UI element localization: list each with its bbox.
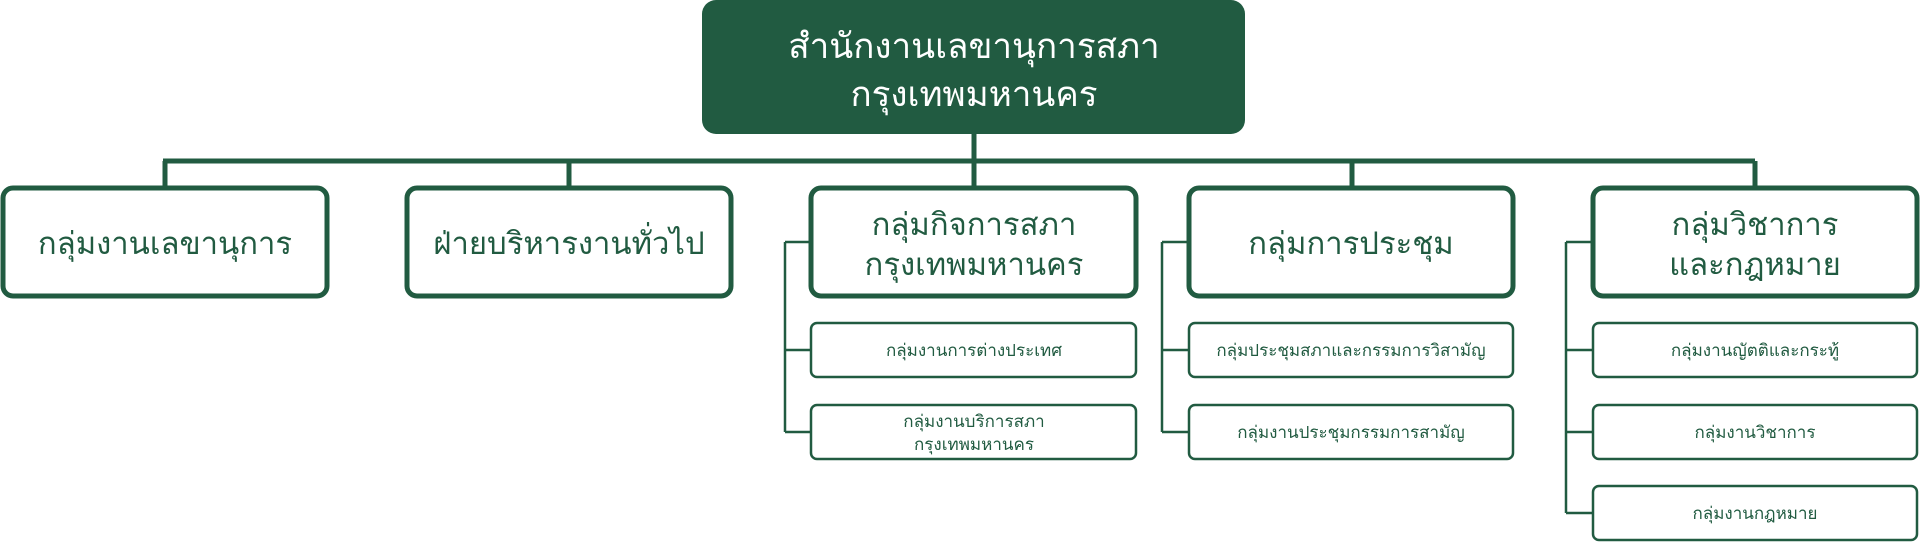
subunit-box bbox=[809, 403, 1138, 461]
connectors bbox=[162, 134, 1758, 188]
sub-connectors bbox=[783, 240, 1593, 515]
subunit-label: กลุ่มงานกฎหมาย bbox=[1692, 504, 1817, 524]
subunit-label: กลุ่มประชุมสภาและกรรมการวิสามัญ bbox=[1216, 341, 1485, 361]
group-box bbox=[808, 185, 1139, 299]
subunit-node: กลุ่มงานญัตติและกระทู้ bbox=[1591, 321, 1919, 379]
group-box bbox=[404, 185, 734, 299]
root-box bbox=[702, 0, 1245, 134]
subunit-box bbox=[1187, 321, 1515, 379]
subunit-box bbox=[1591, 403, 1919, 461]
subunit-node: กลุ่มงานการต่างประเทศ bbox=[809, 321, 1138, 379]
subunit-node: กลุ่มประชุมสภาและกรรมการวิสามัญ bbox=[1187, 321, 1515, 379]
subunit-label: กลุ่มงานการต่างประเทศ bbox=[886, 341, 1062, 361]
group-node-4: กลุ่มการประชุม bbox=[1186, 185, 1516, 299]
group-node-3: กลุ่มกิจการสภา กรุงเทพมหานคร bbox=[808, 185, 1139, 299]
group-label: ฝ่ายบริหารงานทั่วไป bbox=[433, 222, 704, 262]
group-label: กลุ่มการประชุม bbox=[1248, 226, 1453, 263]
subunit-node: กลุ่มงานบริการสภา กรุงเทพมหานคร bbox=[809, 403, 1138, 461]
subunit-node: กลุ่มงานกฎหมาย bbox=[1591, 484, 1919, 542]
subunit-box bbox=[1187, 403, 1515, 461]
root-label-line1: สำนักงานเลขานุการสภา bbox=[788, 27, 1159, 67]
subunit-box bbox=[809, 321, 1138, 379]
group-label-line2: กรุงเทพมหานคร bbox=[865, 247, 1084, 284]
root-node: สำนักงานเลขานุการสภา กรุงเทพมหานคร bbox=[702, 0, 1245, 134]
subunit-label-line2: กรุงเทพมหานคร bbox=[914, 435, 1034, 455]
subunit-label: กลุ่มงานประชุมกรรมการสามัญ bbox=[1237, 423, 1465, 443]
group-box bbox=[1590, 185, 1920, 299]
subunit-node: กลุ่มงานวิชาการ bbox=[1591, 403, 1919, 461]
group-node-5: กลุ่มวิชาการ และกฎหมาย bbox=[1590, 185, 1920, 299]
group-node-2: ฝ่ายบริหารงานทั่วไป bbox=[404, 185, 734, 299]
root-label-line2: กรุงเทพมหานคร bbox=[850, 75, 1097, 115]
group-label-line2: และกฎหมาย bbox=[1669, 247, 1841, 283]
group-label-line1: กลุ่มกิจการสภา bbox=[872, 207, 1077, 244]
group-box bbox=[0, 185, 330, 299]
group-box bbox=[1186, 185, 1516, 299]
group-label: กลุ่มงานเลขานุการ bbox=[38, 226, 292, 263]
group-node-1: กลุ่มงานเลขานุการ bbox=[0, 185, 330, 299]
group-label-line1: กลุ่มวิชาการ bbox=[1672, 207, 1839, 244]
subunit-box bbox=[1591, 484, 1919, 542]
subunit-label: กลุ่มงานวิชาการ bbox=[1695, 423, 1816, 443]
subunit-node: กลุ่มงานประชุมกรรมการสามัญ bbox=[1187, 403, 1515, 461]
subunit-label: กลุ่มงานญัตติและกระทู้ bbox=[1671, 341, 1839, 361]
subunit-box bbox=[1591, 321, 1919, 379]
subunit-label-line1: กลุ่มงานบริการสภา bbox=[903, 412, 1044, 432]
